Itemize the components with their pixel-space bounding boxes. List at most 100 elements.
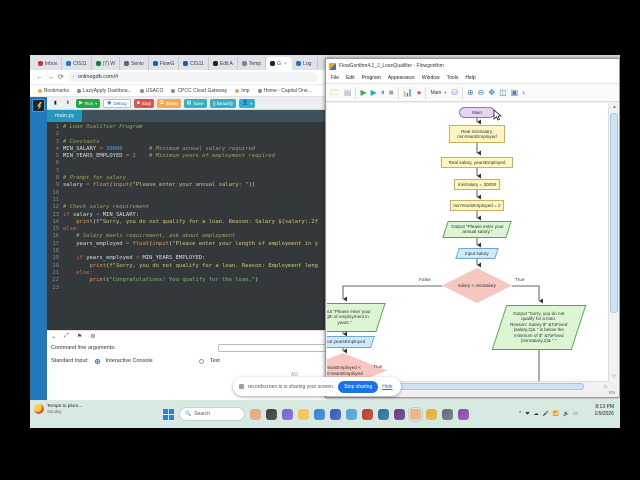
browser-tab[interactable]: (7) W — [92, 57, 120, 70]
flow-node-in1[interactable]: Input salary — [455, 248, 499, 259]
app-blue-icon[interactable] — [330, 408, 341, 420]
browser-icon[interactable] — [346, 408, 357, 420]
menu-file[interactable]: File — [331, 75, 340, 81]
run-icon[interactable]: ▶ — [360, 87, 367, 97]
menu-window[interactable]: Window — [421, 75, 440, 81]
paint-app-icon[interactable] — [282, 408, 293, 420]
onlinegdb-logo[interactable] — [32, 99, 45, 112]
tray-heart-icon[interactable]: ❤ — [525, 411, 530, 417]
browser-tab[interactable]: Senio — [120, 57, 149, 70]
beautify-button[interactable]: {} Beautify — [209, 98, 237, 108]
taskbar-search[interactable]: 🔍 Search — [179, 407, 245, 421]
flow-node-outTrue[interactable]: Output "Sorry, you do not qualify for a … — [491, 305, 587, 350]
tray-battery-icon[interactable]: ▭ — [573, 411, 578, 417]
menu-edit[interactable]: Edit — [346, 75, 355, 81]
browser-tab[interactable]: CIS11 — [179, 57, 209, 70]
maximize-button[interactable] — [587, 61, 600, 72]
flowgorithm-app-icon[interactable] — [408, 406, 423, 422]
minimize-button[interactable] — [571, 61, 584, 72]
save-button[interactable]: ▤Save — [183, 98, 207, 108]
reload-icon[interactable]: ⟳ — [58, 73, 64, 81]
zoom-out-icon[interactable]: ⊖ — [477, 87, 485, 97]
variables-icon[interactable]: ⛁ — [451, 87, 458, 97]
chrome-icon[interactable] — [426, 408, 437, 420]
browser-tab[interactable]: G× — [266, 57, 293, 70]
close-button[interactable] — [603, 61, 616, 72]
mcafee-icon[interactable] — [362, 408, 373, 420]
vertical-scrollbar-thumb[interactable] — [610, 113, 618, 313]
pause-icon[interactable]: ⏸ — [380, 87, 385, 97]
gear-icon[interactable]: ⚙ — [90, 334, 96, 340]
hide-link[interactable]: Hide — [382, 383, 393, 390]
bookmark-item[interactable]: Home - Capital One... — [257, 88, 312, 94]
window-split-icon[interactable]: ◫ — [499, 87, 507, 97]
flag-icon[interactable]: ⚑ — [76, 334, 83, 340]
forward-icon[interactable]: → — [47, 73, 54, 81]
browser-tab[interactable]: Temp — [238, 57, 267, 70]
breakpoint-icon[interactable]: ● — [416, 87, 422, 97]
hp-icon[interactable] — [378, 408, 389, 420]
overflow-icon[interactable]: › — [522, 87, 525, 97]
photos-app-icon[interactable] — [266, 408, 277, 420]
menu-appearance[interactable]: Appearance — [387, 75, 415, 81]
menu-tools[interactable]: Tools — [446, 75, 459, 81]
flow-node-asg2[interactable]: minYearsEmployed = 2 — [450, 200, 504, 211]
file-icon[interactable]: ▮ — [51, 99, 60, 108]
save-icon[interactable]: ▤ — [343, 87, 352, 97]
bookmark-item[interactable]: USACO — [139, 88, 163, 94]
user-menu-button[interactable]: 👤▾ — [239, 98, 256, 108]
debug-button[interactable]: ◉Debug — [103, 98, 131, 108]
browser-tab[interactable]: CIS11 — [62, 57, 92, 70]
edge-icon[interactable] — [314, 408, 325, 420]
flow-node-out1[interactable]: Output "Please enter your annual salary.… — [442, 221, 512, 238]
menu-help[interactable]: Help — [465, 75, 476, 81]
vertical-scrollbar[interactable]: ▲ ▽ — [608, 103, 618, 381]
start-button[interactable] — [163, 408, 174, 420]
notepad-icon[interactable] — [442, 408, 453, 420]
browser-tab[interactable]: FlowG — [149, 57, 180, 70]
browser-tab[interactable]: Edit A — [209, 57, 238, 70]
tray-wifi-icon[interactable]: 📶 — [552, 411, 560, 417]
open-folder-icon[interactable]: 🗁 — [330, 87, 340, 97]
flowgorithm-title-bar[interactable]: FlowGorithm4.1_J_LoanQualifier - Flowgor… — [326, 59, 619, 73]
watch-icon[interactable]: ▣ — [510, 87, 519, 97]
tray-cloud-icon[interactable]: ☁ — [533, 411, 539, 417]
taskbar-clock[interactable]: 8:13 PM 1/9/2026 — [595, 404, 614, 418]
stop-sharing-button[interactable]: Stop sharing — [338, 380, 379, 393]
system-tray[interactable]: ^❤☁🎤📶🔊▭ — [519, 400, 578, 428]
pan-icon[interactable]: ✥ — [488, 87, 496, 97]
expand-icon[interactable]: ⤢ — [64, 333, 69, 339]
bookmark-item[interactable]: CPCC Cloud Gateway — [171, 88, 227, 94]
bookmark-item[interactable]: Bookmarks — [38, 88, 69, 94]
chevron-down-icon[interactable]: ⌄ — [51, 334, 57, 340]
function-selector[interactable]: Main▼ — [430, 90, 447, 96]
bookmark-item[interactable]: Imp — [235, 88, 250, 94]
browser-tab[interactable]: Log — [292, 57, 319, 70]
tray-chevron-icon[interactable]: ^ — [519, 411, 522, 417]
vpn-icon[interactable] — [394, 408, 405, 420]
share-button[interactable]: ⧉Share — [157, 98, 181, 108]
run-button[interactable]: ▶Run▾ — [75, 98, 101, 108]
step-icon[interactable]: ▶ — [370, 87, 377, 97]
tab-main-py[interactable]: main.py — [47, 110, 83, 122]
tab-close-icon[interactable]: × — [283, 60, 287, 67]
flow-node-in2[interactable]: Input yearsEmployed — [327, 336, 375, 348]
folder-icon[interactable] — [298, 408, 309, 420]
layout-icon[interactable]: 📊 — [402, 87, 413, 97]
zoom-in-icon[interactable]: ⊕ — [466, 87, 474, 97]
browser-tab[interactable]: Inbox — [34, 57, 63, 70]
flow-node-decl1[interactable]: Real minSalary, minYearsEmployed — [449, 125, 505, 143]
radio-text[interactable] — [198, 358, 204, 364]
flow-node-outFalse[interactable]: Output "Please enter your length of empl… — [327, 303, 386, 332]
weather-widget[interactable]: Temps to plum... Sunday — [34, 404, 82, 414]
stop-button[interactable]: ■Stop — [133, 98, 155, 108]
stop-icon[interactable]: ■ — [388, 87, 394, 97]
office-icon[interactable] — [458, 408, 469, 420]
site-info-icon[interactable]: ◦ — [72, 74, 75, 80]
tray-mic-icon[interactable]: 🎤 — [542, 411, 549, 417]
upload-icon[interactable]: ⬆ — [63, 99, 73, 108]
people-icon[interactable] — [250, 408, 261, 420]
flow-node-main[interactable]: Main — [459, 107, 495, 118]
menu-program[interactable]: Program — [361, 75, 381, 81]
